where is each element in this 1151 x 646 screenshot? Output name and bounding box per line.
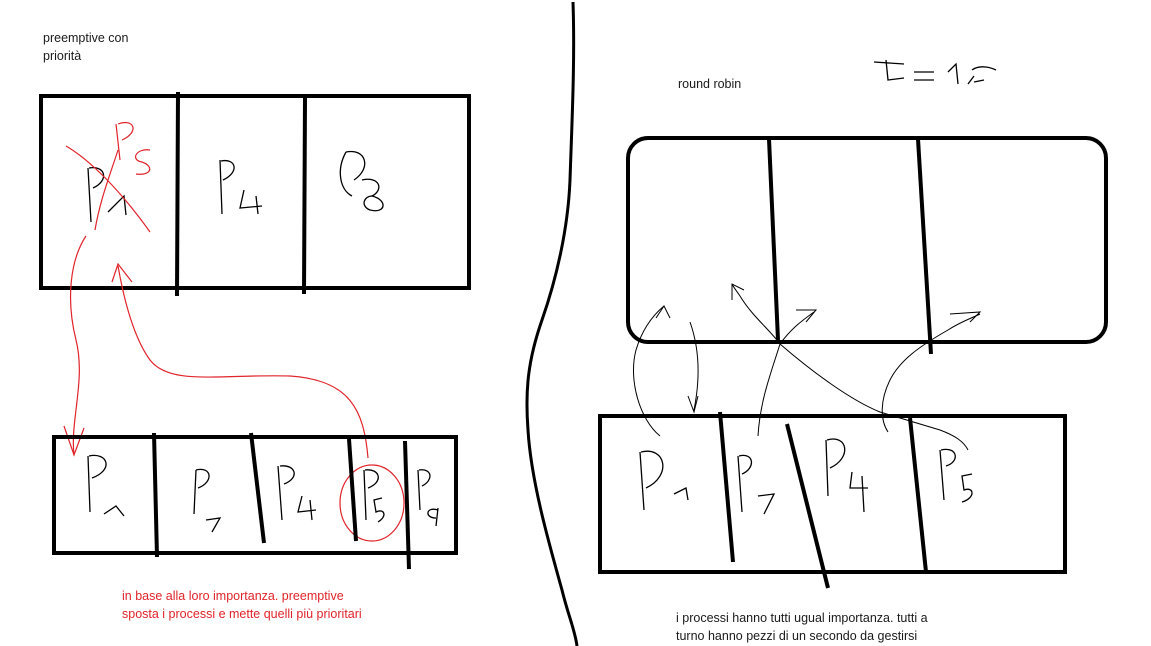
time-quantum-handwriting: [873, 59, 997, 85]
right-bottom-handwriting: [639, 438, 973, 515]
left-top-queue: [39, 91, 471, 297]
round-robin-arrows: [633, 283, 982, 451]
section-divider: [525, 1, 579, 646]
right-top-queue: [626, 136, 1108, 355]
left-bottom-handwriting: [87, 454, 439, 533]
left-title: preemptive con priorità: [43, 31, 129, 63]
left-annotation-note: in base alla loro importanza. preemptive…: [122, 589, 362, 621]
red-annotation: [63, 122, 405, 542]
left-top-handwriting: [87, 150, 384, 223]
right-bottom-queue: [598, 411, 1067, 589]
right-annotation-note: i processi hanno tutti ugual importanza.…: [676, 611, 928, 643]
left-bottom-queue: [52, 432, 458, 570]
right-title: round robin: [678, 77, 742, 91]
